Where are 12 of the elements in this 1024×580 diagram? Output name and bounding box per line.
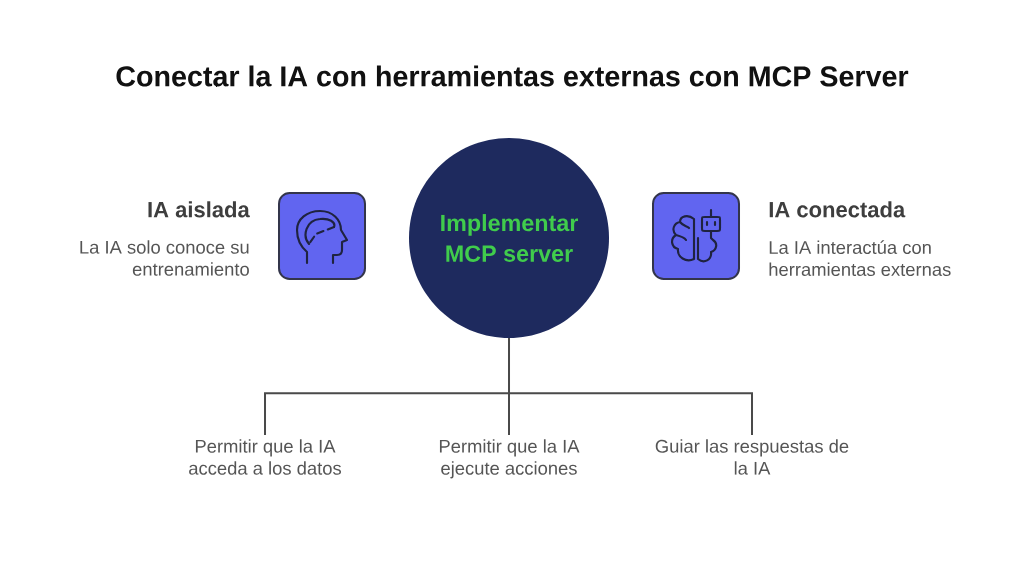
text-label: Guiar las respuestas de la IA [655,439,849,475]
circle-node: Implementar MCP server [409,138,609,338]
title: Conectar la IA con herramientas externas con MCP Server [116,65,909,87]
text-label: Permitir que la IA ejecute acciones [439,439,580,479]
text-label: Permitir que la IA acceda a los datos [189,439,341,475]
description: La IA interactúa con herramientas externas [769,240,951,276]
heading: IA conectada [769,201,906,218]
description: La IA solo conoce su entrenamiento [80,240,249,276]
icon-tile [652,192,740,280]
connector-line [508,337,753,436]
heading: IA aislada [148,201,250,218]
icon-tile [278,192,366,280]
